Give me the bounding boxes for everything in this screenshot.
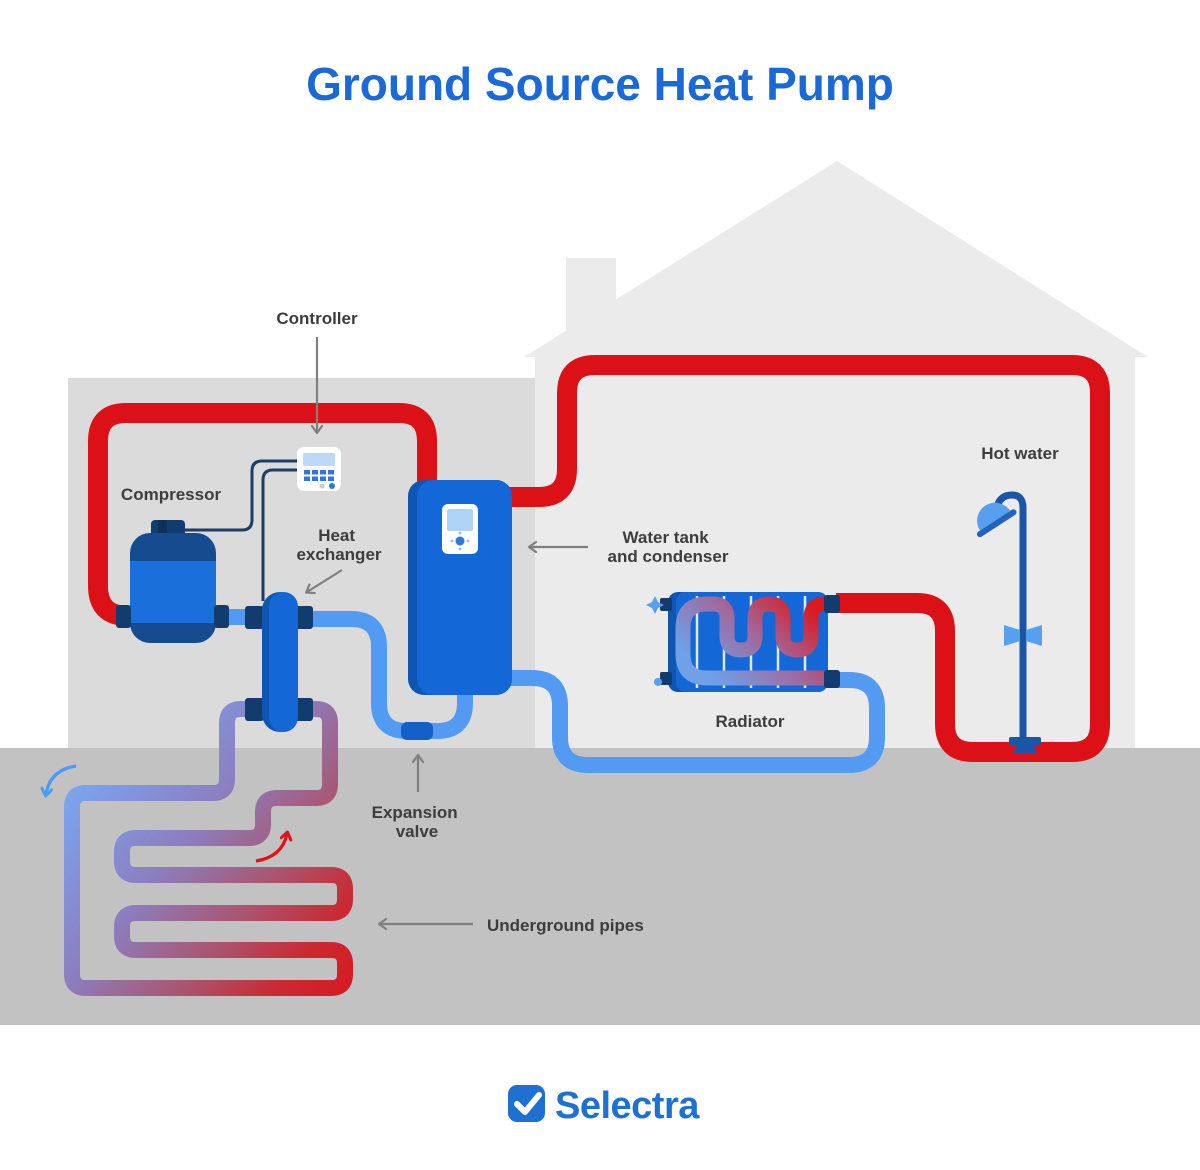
brand-checkmark-icon: [514, 1092, 542, 1115]
hx-port-bottom-left: [245, 698, 264, 721]
water-tank-condenser: [408, 480, 512, 695]
cold-return-pipe: [508, 670, 885, 773]
compressor-port-right: [214, 605, 229, 628]
radiator: [646, 592, 840, 692]
label-water-tank: Water tank and condenser: [608, 528, 729, 566]
hot-pipe-house-loop: [509, 355, 1110, 762]
refrigerant-pipe-expansion: [308, 611, 473, 739]
controller-wires: [183, 459, 300, 601]
controller-buttons: [304, 470, 334, 481]
wire-to-heat-exchanger: [261, 468, 300, 601]
shower-base: [1009, 737, 1041, 745]
hx-port-left: [245, 606, 264, 629]
brand-name: Selectra: [555, 1085, 700, 1127]
flow-up-arrow: [255, 834, 287, 863]
tank-panel-dial: [455, 536, 465, 546]
page-title: Ground Source Heat Pump: [306, 58, 894, 110]
brand-mark: [508, 1085, 545, 1122]
label-heat-exchanger: Heat exchanger: [296, 526, 381, 564]
radiator-coil: [675, 596, 834, 686]
heat-exchanger-arrow: [307, 569, 343, 592]
hx-port-right: [294, 606, 313, 629]
label-hot-water: Hot water: [981, 444, 1059, 463]
controller: [297, 447, 341, 491]
radiator-port-bottom: [824, 670, 840, 688]
wire-to-compressor: [183, 459, 300, 532]
heat-exchanger: [245, 592, 313, 732]
tank-panel-screen: [447, 509, 473, 531]
flow-down-arrow: [46, 764, 77, 794]
shower-head-icon: [976, 502, 1017, 538]
roof: [524, 161, 1148, 357]
expansion-valve: [401, 722, 433, 740]
radiator-valve-icon: [646, 596, 664, 614]
radiator-port-top: [824, 595, 840, 613]
hot-pipe-plant-room: [88, 403, 437, 626]
underground-pipe-loop: [64, 701, 353, 996]
label-radiator: Radiator: [716, 712, 785, 731]
shower-pipe: [993, 491, 1027, 737]
callout-arrows: [307, 337, 588, 924]
label-expansion-valve: Expansion valve: [372, 803, 463, 841]
label-controller: Controller: [276, 309, 358, 328]
controller-screen: [303, 453, 335, 466]
hx-port-bottom-right: [294, 698, 313, 721]
compressor: [116, 520, 229, 643]
shower-valve: [1004, 625, 1042, 646]
radiator-drain-knob: [654, 678, 662, 686]
label-compressor: Compressor: [121, 485, 222, 504]
label-underground-pipes: Underground pipes: [487, 916, 644, 935]
brand-logo: Selectra: [508, 1085, 701, 1127]
compressor-port-left: [116, 605, 131, 628]
shower: [976, 491, 1042, 753]
